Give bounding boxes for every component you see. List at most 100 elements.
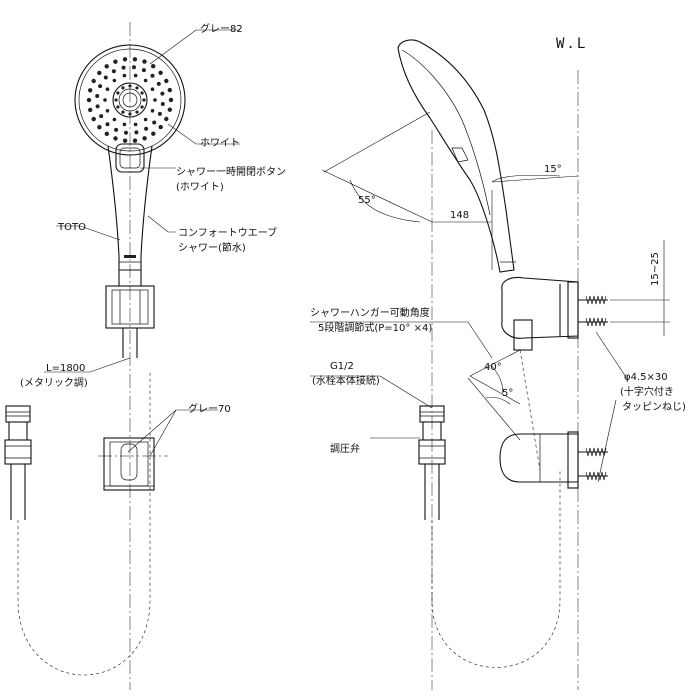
wall-holder-front (103, 437, 155, 491)
inner-nozzle-dot (128, 112, 132, 116)
nozzle-dot (122, 138, 128, 143)
shower-handle-front (107, 143, 153, 271)
inner-nozzle-dot (128, 84, 132, 88)
inner-nozzle-dot (140, 105, 144, 109)
nozzle-dot (105, 109, 110, 113)
dim-15-25 (610, 240, 670, 336)
dim-label-15-25: 15~25 (650, 252, 661, 286)
nozzle-dot (150, 87, 155, 91)
label-screw-1: φ4.5×30 (624, 372, 668, 383)
label-hose-length: L=1800 (46, 363, 85, 374)
nozzle-dot (112, 117, 117, 122)
label-hanger-1: シャワーハンガー可動角度 (310, 306, 430, 319)
hanger-side-lower (499, 431, 608, 489)
nozzle-dot (113, 59, 118, 64)
nozzle-dot (121, 65, 126, 70)
nozzle-dot (122, 73, 127, 78)
nozzle-dot (103, 75, 108, 80)
hose-loop-front (17, 370, 151, 676)
nozzle-dot (151, 63, 156, 69)
nozzle-dot (160, 102, 165, 106)
inner-nozzle-dot (135, 110, 139, 114)
label-toto: TOTO (57, 222, 86, 233)
hose-fitting-front (4, 405, 32, 520)
nozzle-dot (164, 78, 169, 84)
nozzle-dot (134, 130, 139, 135)
inner-nozzle-dot (142, 98, 146, 102)
nozzle-dot (114, 127, 119, 132)
label-thread: G1/2 (330, 361, 354, 372)
dim-55 (321, 111, 433, 223)
nozzle-dot (158, 124, 163, 130)
dim-label-5: 5° (502, 388, 513, 399)
nozzle-dot (91, 116, 96, 122)
nozzle-dot (158, 70, 163, 76)
nozzle-dot (167, 107, 172, 112)
dim-148 (432, 190, 493, 270)
nozzle-dot (167, 87, 172, 93)
dim-label-40: 40° (484, 362, 502, 373)
nozzle-dot (153, 98, 157, 102)
label-regulator: 調圧弁 (330, 442, 360, 455)
nozzle-dot (112, 78, 117, 83)
inner-nozzle-dot (114, 98, 118, 102)
shower-head-side (397, 39, 516, 273)
label-screw-3: タッピンねじ) (622, 401, 686, 413)
nozzle-dot (150, 109, 155, 113)
nozzle-dot (157, 111, 162, 116)
nozzle-dot (105, 87, 110, 91)
nozzle-dot (95, 94, 100, 98)
label-white: ホワイト (200, 137, 240, 149)
nozzle-dot (143, 78, 148, 83)
dim-label-15: 15° (544, 164, 562, 175)
nozzle-dot (122, 122, 127, 127)
nozzle-dot (98, 84, 103, 89)
nozzle-dot (86, 97, 92, 103)
label-wl: W.L (556, 36, 587, 52)
nozzle-dot (104, 64, 109, 69)
dim-label-55: 55° (358, 195, 376, 206)
label-hanger-2: 5段階調節式(P=10° ×4) (318, 321, 432, 334)
nozzle-dot (91, 78, 96, 84)
nozzle-dot (88, 88, 93, 93)
nozzle-dot (111, 69, 116, 74)
inner-nozzle-dot (121, 86, 125, 90)
inner-nozzle-dot (121, 110, 125, 114)
shower-head-front (74, 44, 186, 156)
nozzle-dot (97, 70, 102, 76)
label-screw-2: (十字穴付き (620, 385, 674, 398)
nozzle-dot (150, 73, 155, 78)
nozzle-dot (152, 120, 157, 125)
hanger-front (105, 270, 155, 329)
nozzle-dot (124, 130, 128, 135)
nozzle-dot (133, 122, 138, 127)
nozzle-dot (142, 59, 147, 64)
label-stop-button-1: シャワー一時開閉ボタン (176, 166, 286, 178)
nozzle-dot (156, 81, 161, 86)
hose-loop-side (431, 470, 561, 668)
label-comfort-2: シャワー(節水) (178, 241, 246, 254)
nozzle-dot (99, 114, 104, 119)
nozzle-dot (143, 117, 148, 122)
label-stop-button-2: (ホワイト) (176, 181, 224, 193)
inner-nozzle-dot (135, 86, 139, 90)
dim-40 (469, 349, 521, 405)
nozzle-dot (132, 65, 136, 70)
nozzle-dot (168, 97, 174, 103)
label-comfort-1: コンフォートウエーブ (178, 226, 277, 239)
nozzle-dot (132, 57, 138, 62)
nozzle-dot (164, 116, 169, 122)
nozzle-dot (104, 131, 110, 136)
nozzle-dot (105, 122, 110, 127)
label-gray82: グレー82 (200, 22, 243, 35)
nozzle-dot (122, 57, 128, 62)
nozzle-dot (97, 125, 102, 130)
hose-fitting-side (418, 405, 446, 520)
nozzle-dot (95, 104, 100, 109)
nozzle-dot (103, 98, 107, 102)
inner-nozzle-dot (140, 91, 144, 95)
nozzle-dot (113, 136, 118, 141)
hose-upper-front (122, 328, 138, 358)
hanger-side-upper (501, 276, 608, 351)
nozzle-dot (142, 136, 147, 141)
